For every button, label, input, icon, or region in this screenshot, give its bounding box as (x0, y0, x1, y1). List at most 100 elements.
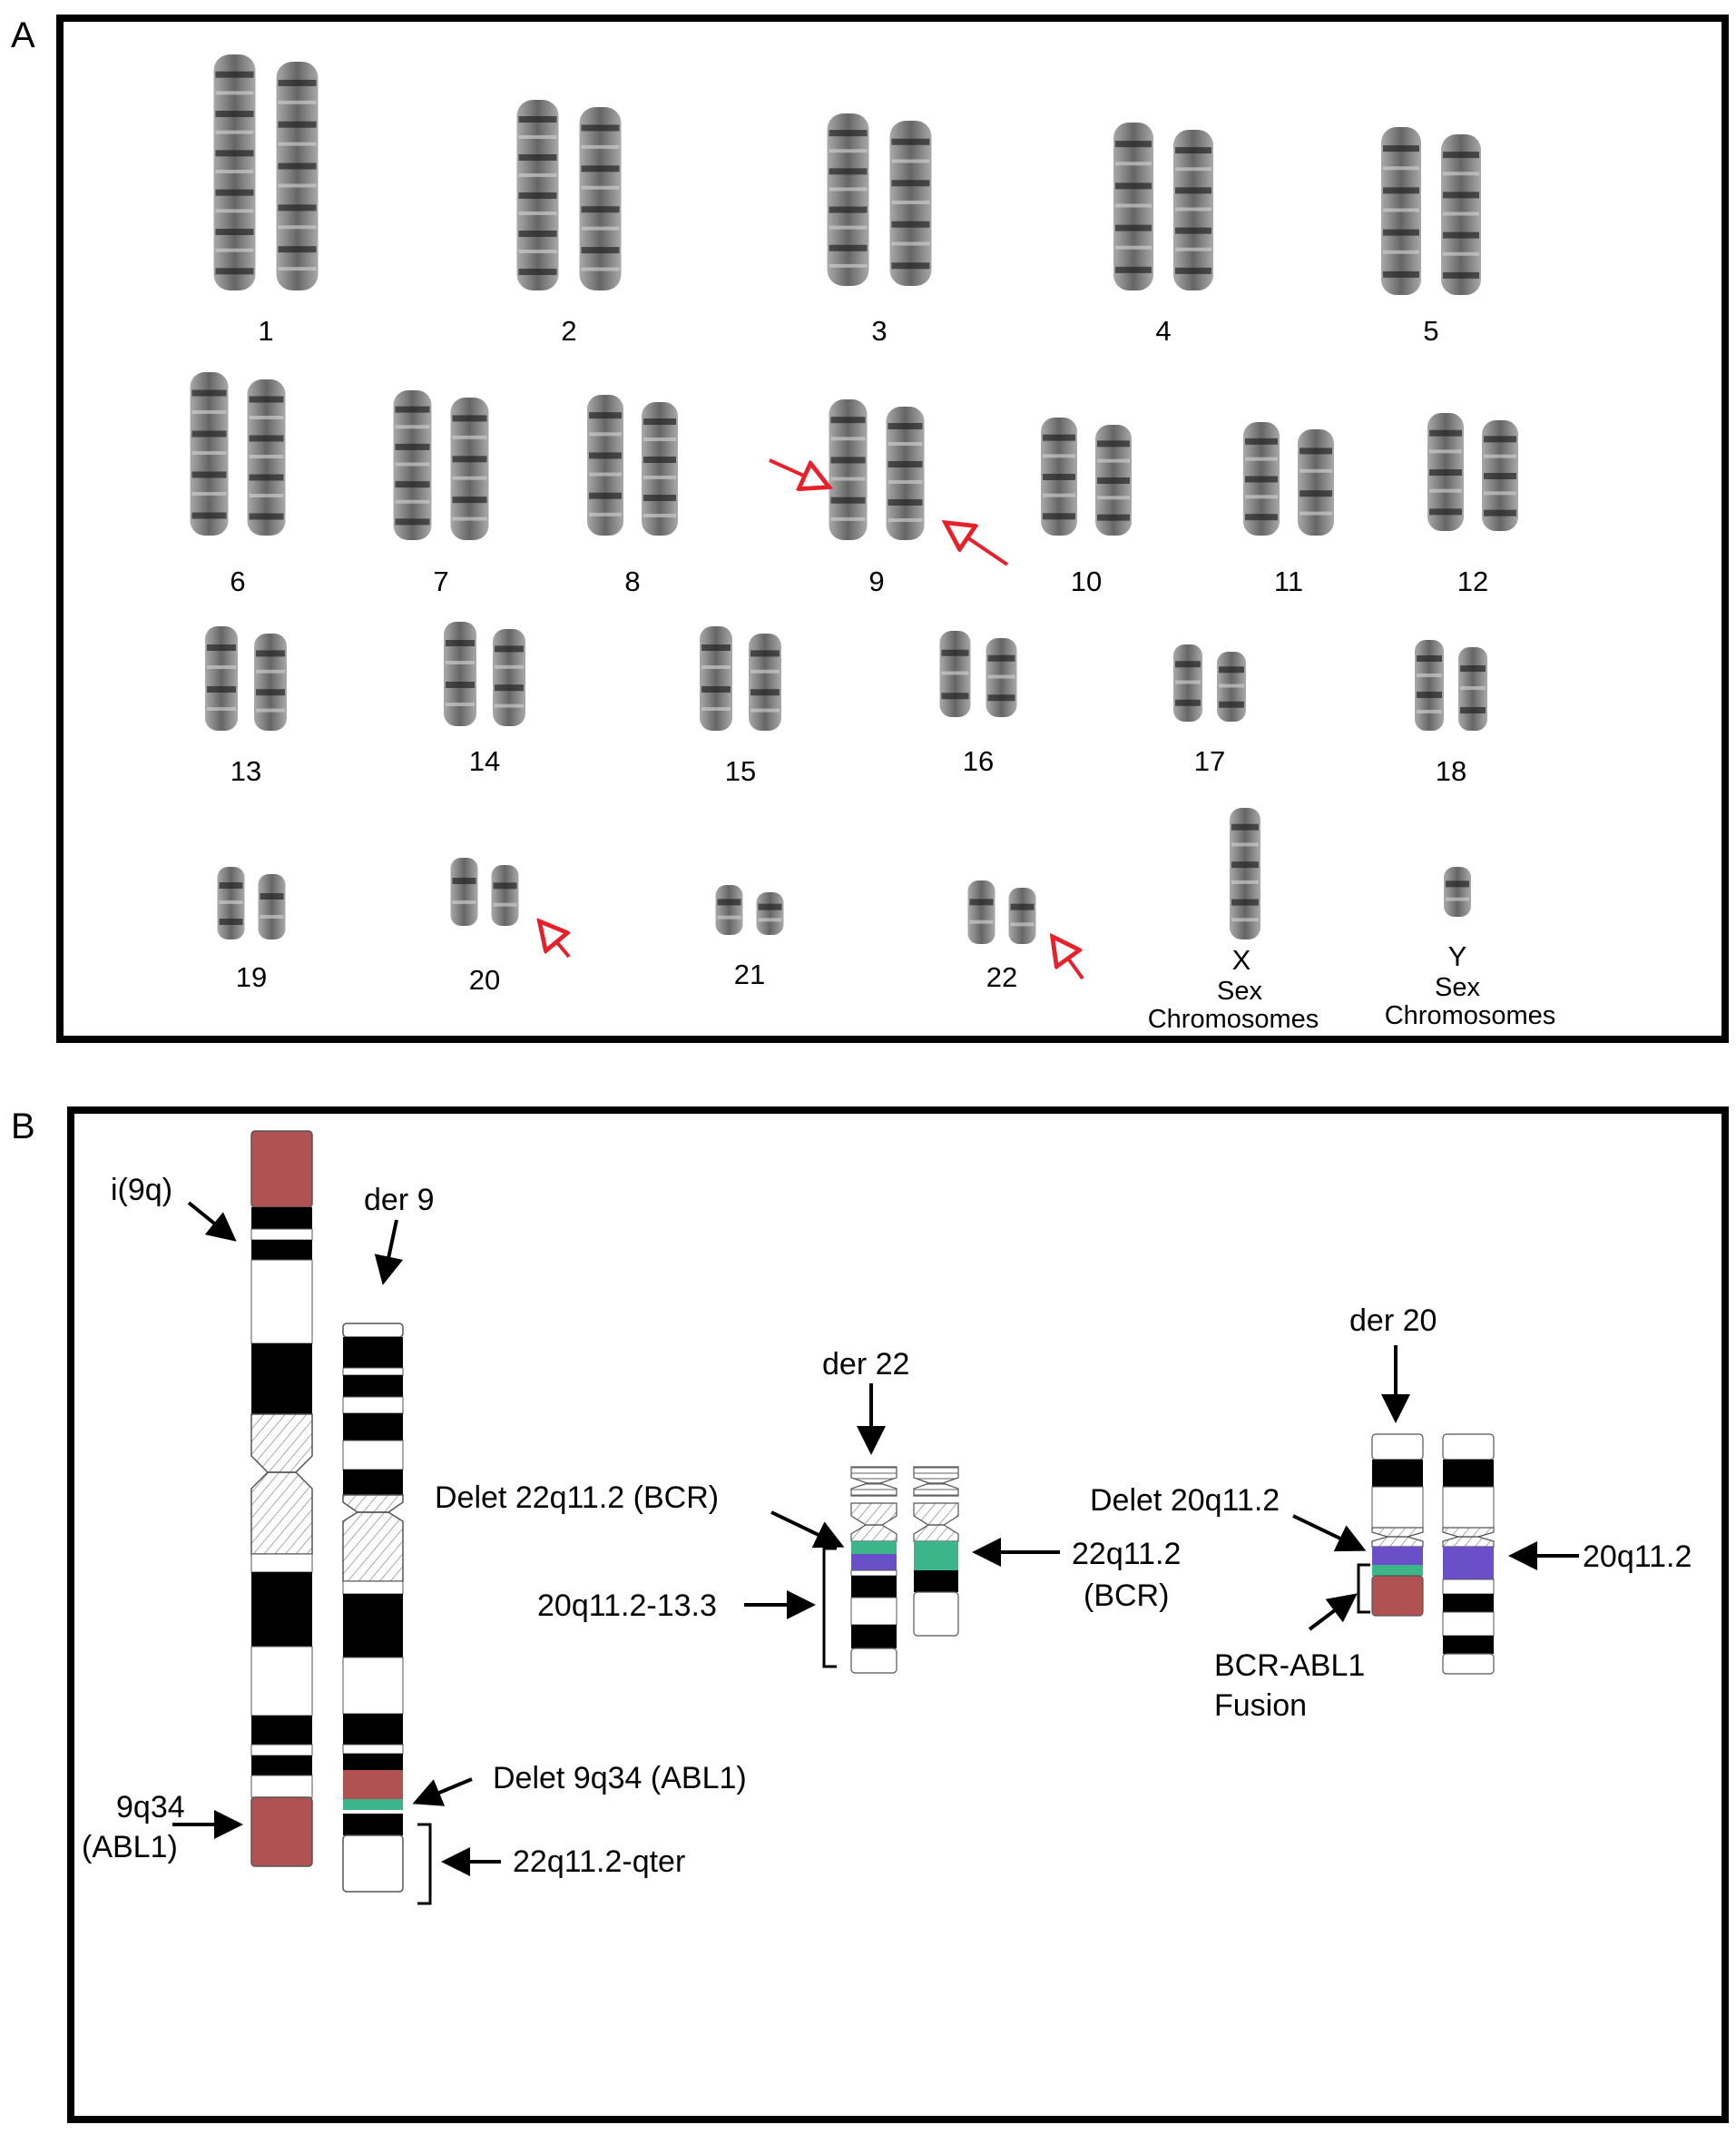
chromosome-label-7: 7 (433, 566, 448, 597)
label-22q11-bcr-line2: (BCR) (1084, 1578, 1169, 1613)
sex-label-y-line1: Sex (1435, 973, 1480, 1002)
chromosome-label-20: 20 (469, 964, 500, 996)
metaphase-chromosome-12-b (1482, 420, 1518, 531)
label-fusion-line1: BCR-ABL1 (1214, 1648, 1365, 1683)
metaphase-chromosome-15-a (700, 626, 732, 731)
arrow-i9q (187, 1201, 237, 1242)
red-arrow-chr9-right (948, 525, 1009, 566)
bracket-fusion (1357, 1563, 1370, 1614)
metaphase-chromosome-2-a (516, 100, 559, 290)
chromosome-label-6: 6 (230, 566, 245, 597)
panel-b: B (11, 1106, 1729, 2123)
metaphase-chromosome-3-a (827, 113, 869, 286)
metaphase-chromosome-21-a (715, 885, 743, 935)
chromosome-label-12: 12 (1457, 566, 1488, 597)
panel-a-frame (56, 15, 1729, 1043)
metaphase-chromosome-18-b (1458, 647, 1487, 731)
metaphase-chromosome-8-a (587, 395, 623, 536)
metaphase-chromosome-1-b (276, 62, 319, 290)
metaphase-chromosome-3-b (889, 121, 932, 286)
chromosome-label-11: 11 (1274, 566, 1303, 597)
chromosome-label-3: 3 (871, 315, 887, 347)
sex-label-x-line2: Chromosomes (1148, 1005, 1319, 1034)
metaphase-chromosome-20-a (450, 858, 478, 926)
panel-b-letter: B (11, 1106, 35, 1146)
metaphase-chromosome-8-b (642, 402, 678, 536)
der22-ideogram (850, 1466, 897, 1674)
metaphase-chromosome-6-a (190, 372, 229, 536)
metaphase-chromosome-17-b (1217, 652, 1246, 722)
chromosome-label-15: 15 (725, 755, 756, 787)
label-der20: der 20 (1349, 1303, 1437, 1338)
i9q-ideogram (250, 1130, 313, 1867)
label-20q11: 20q11.2 (1583, 1539, 1692, 1574)
arrow-delet-9q34 (412, 1777, 473, 1806)
metaphase-chromosome-1-a (213, 54, 256, 290)
chromosome-label-17: 17 (1194, 745, 1225, 777)
panel-b-frame (67, 1106, 1729, 2123)
metaphase-chromosome-19-a (217, 867, 245, 939)
panel-a: A 1 2 3 4 5 6 7 8 9 10 11 12 13 14 15 16… (11, 15, 1729, 1043)
metaphase-chromosome-4-b (1173, 130, 1213, 290)
metaphase-chromosome-20-b (491, 865, 519, 926)
metaphase-chromosome-4-a (1113, 123, 1153, 290)
metaphase-chromosome-10-b (1095, 425, 1132, 536)
chromosome-label-x: X (1232, 944, 1251, 976)
metaphase-chromosome-5-a (1381, 127, 1421, 295)
arrow-delet-20q (1292, 1514, 1367, 1552)
metaphase-chromosome-16-b (986, 638, 1017, 717)
metaphase-chromosome-y (1444, 867, 1471, 917)
panel-a-letter: A (11, 15, 35, 55)
chromosome-label-14: 14 (469, 745, 500, 777)
label-der22: der 22 (822, 1347, 909, 1382)
chromosome-label-5: 5 (1423, 315, 1438, 347)
metaphase-chromosome-10-a (1041, 418, 1077, 536)
label-20q11-13: 20q11.2-13.3 (537, 1588, 717, 1623)
metaphase-chromosomes (190, 54, 1518, 944)
arrow-delet-22q (770, 1510, 845, 1549)
metaphase-chromosome-5-b (1441, 134, 1481, 295)
chromosome-label-9: 9 (868, 566, 884, 597)
normal20-ideogram (1442, 1433, 1495, 1675)
der20-ideogram (1371, 1433, 1424, 1617)
label-delet-22q: Delet 22q11.2 (BCR) (435, 1480, 719, 1515)
metaphase-chromosome-22-b (1008, 888, 1036, 944)
chromosome-label-y: Y (1448, 940, 1467, 972)
metaphase-chromosome-6-b (247, 379, 286, 536)
metaphase-chromosome-21-b (756, 892, 784, 935)
metaphase-chromosome-14-b (493, 629, 525, 726)
label-22q11-bcr-line1: 22q11.2 (1072, 1537, 1181, 1571)
metaphase-chromosome-9-a (829, 399, 868, 540)
red-arrow-chr9-left (769, 458, 826, 486)
label-i9q: i(9q) (111, 1173, 172, 1207)
metaphase-chromosome-9-b (886, 407, 925, 540)
metaphase-chromosome-12-a (1427, 413, 1464, 531)
label-22q11-qter: 22q11.2-qter (513, 1844, 685, 1879)
chromosome-label-10: 10 (1071, 566, 1102, 597)
metaphase-chromosome-13-a (205, 626, 238, 731)
bracket-20q11-13 (822, 1547, 837, 1668)
bracket-22q11-qter (417, 1823, 432, 1905)
label-delet-9q34: Delet 9q34 (ABL1) (493, 1761, 747, 1795)
chromosome-label-22: 22 (986, 961, 1017, 993)
metaphase-chromosome-x (1230, 808, 1260, 939)
der9-ideogram (342, 1323, 404, 1893)
label-9q34-line1: 9q34 (116, 1790, 185, 1824)
chromosome-label-16: 16 (963, 745, 994, 777)
metaphase-chromosome-13-b (254, 634, 287, 731)
metaphase-chromosome-18-a (1415, 640, 1444, 731)
sex-label-x-line1: Sex (1217, 977, 1262, 1006)
metaphase-chromosome-11-b (1298, 429, 1334, 536)
metaphase-chromosome-2-b (579, 107, 622, 290)
arrow-der9 (374, 1219, 404, 1285)
red-arrow-chr20 (542, 924, 569, 959)
label-9q34-line2: (ABL1) (82, 1830, 178, 1864)
metaphase-chromosome-15-b (749, 634, 781, 731)
arrow-fusion (1308, 1593, 1358, 1631)
metaphase-chromosome-7-b (450, 398, 489, 540)
label-delet-20q: Delet 20q11.2 (1090, 1483, 1280, 1518)
chromosome-label-2: 2 (561, 315, 576, 347)
metaphase-chromosome-7-a (393, 390, 432, 540)
normal22-ideogram (913, 1466, 959, 1637)
